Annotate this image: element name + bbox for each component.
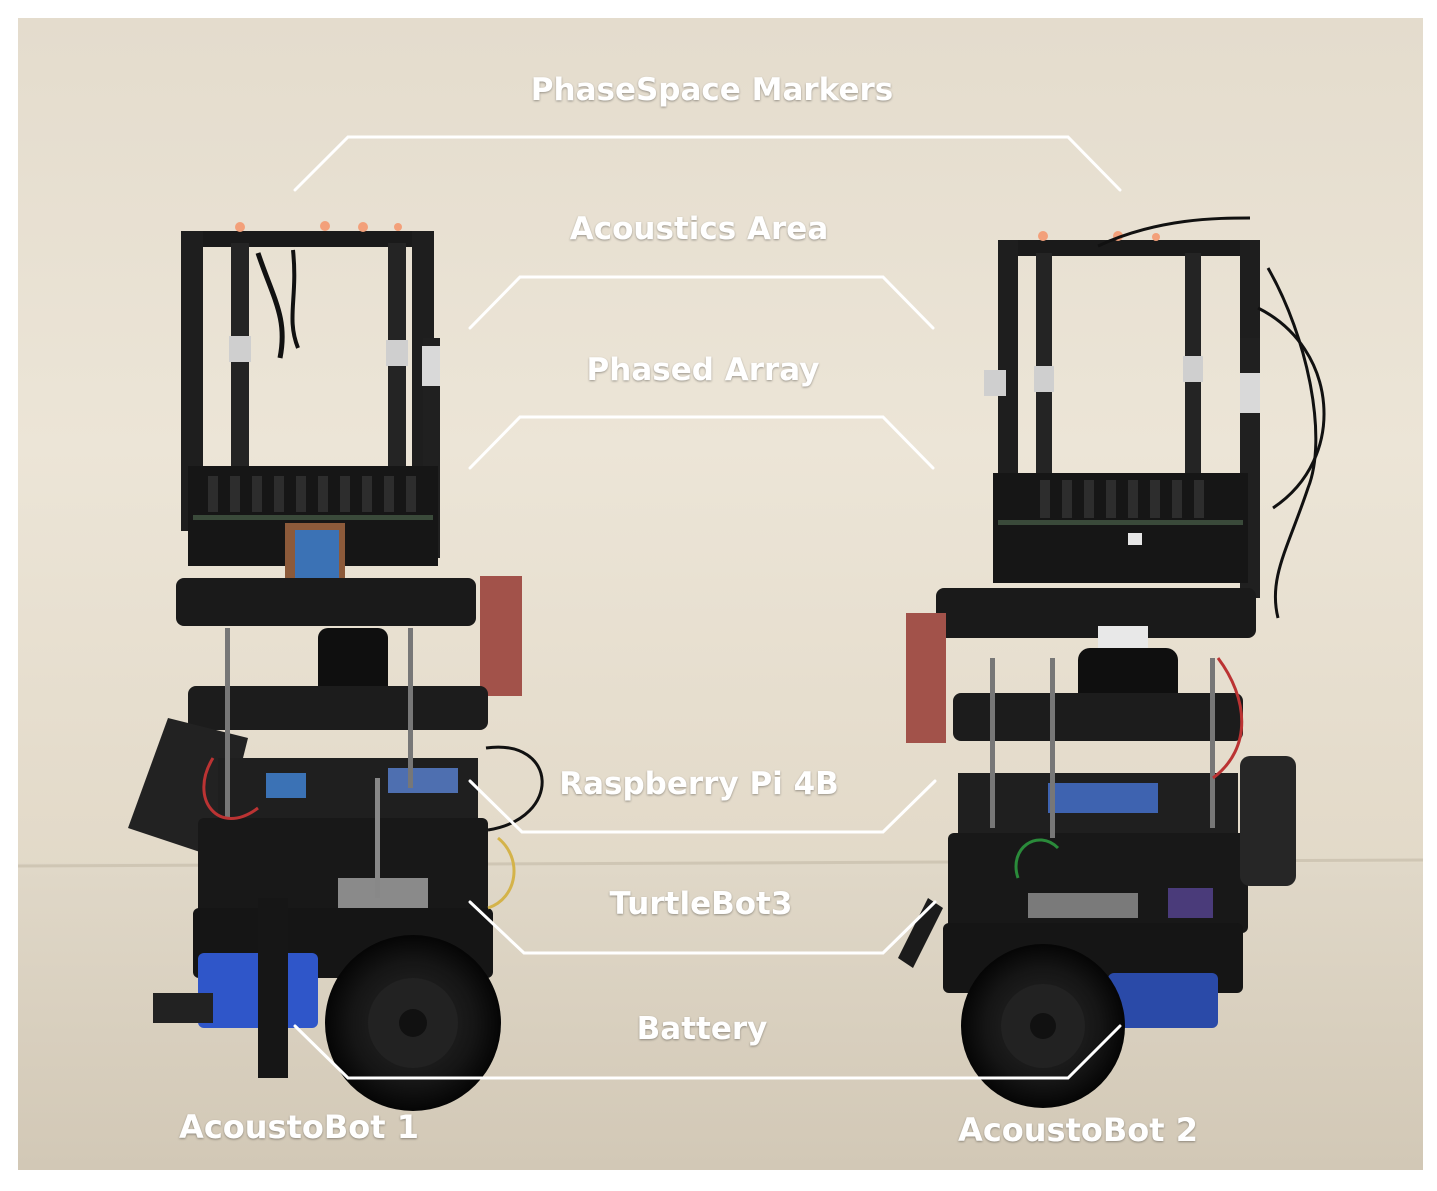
phasespace-marker — [1152, 233, 1160, 241]
label-phased-array: Phased Array — [586, 352, 820, 388]
bracket-phased-array — [468, 415, 935, 470]
label-phasespace-markers: PhaseSpace Markers — [530, 72, 894, 108]
battery-2 — [1108, 973, 1218, 1028]
label-raspberry-pi: Raspberry Pi 4B — [559, 766, 839, 802]
label-acoustobot-1: AcoustoBot 1 — [179, 1108, 419, 1146]
annotated-photo: PhaseSpace Markers Acoustics Area Phased… — [18, 18, 1423, 1170]
robot-1 — [128, 221, 544, 1111]
bracket-raspberry-pi — [468, 779, 937, 834]
robot-2 — [898, 216, 1326, 1108]
phasespace-marker — [1038, 231, 1048, 241]
bracket-turtlebot — [468, 900, 937, 955]
label-turtlebot: TurtleBot3 — [609, 886, 793, 922]
leader-lines — [293, 135, 1122, 1080]
photo-scene — [18, 18, 1423, 1170]
phasespace-marker — [358, 222, 368, 232]
label-acoustobot-2: AcoustoBot 2 — [958, 1111, 1198, 1149]
phasespace-marker — [235, 222, 245, 232]
phased-array-2 — [993, 473, 1248, 583]
phasespace-marker — [394, 223, 402, 231]
battery-pack-2 — [1240, 756, 1296, 886]
bracket-battery — [293, 1024, 1122, 1080]
bracket-acoustics-area — [468, 275, 935, 330]
label-acoustics-area: Acoustics Area — [569, 211, 829, 247]
label-battery: Battery — [636, 1011, 768, 1047]
bracket-phasespace-markers — [293, 135, 1122, 192]
phasespace-marker — [320, 221, 330, 231]
